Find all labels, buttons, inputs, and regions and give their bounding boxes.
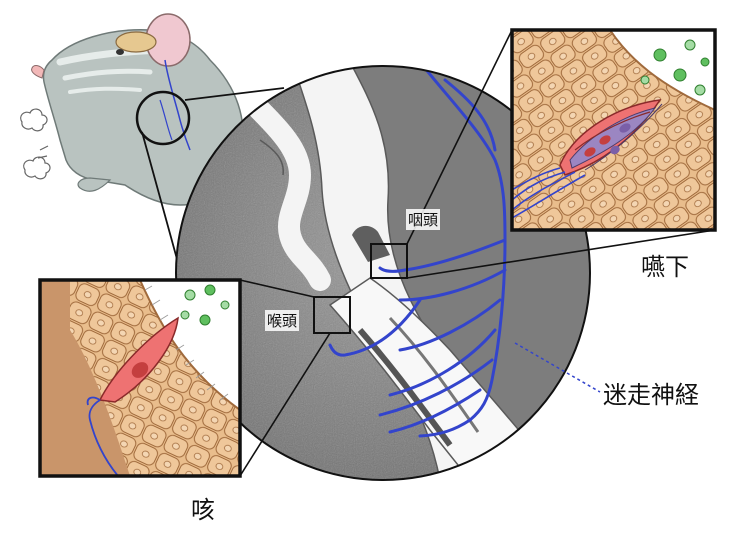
zoom-line-bottom bbox=[141, 131, 181, 271]
nerve-fibers-cough bbox=[86, 396, 119, 476]
stimulus-droplets-right bbox=[640, 39, 710, 96]
connector-larynx-bottom bbox=[239, 332, 331, 477]
connector-pharynx-bottom bbox=[406, 229, 716, 279]
mouse-illustration bbox=[31, 13, 244, 206]
larynx-focus-box bbox=[313, 296, 351, 334]
cilia bbox=[144, 285, 229, 401]
connector-pharynx-top bbox=[406, 29, 513, 245]
zoom-line-top bbox=[184, 87, 285, 101]
connector-larynx-top bbox=[239, 279, 315, 298]
cough-label: 咳 bbox=[191, 496, 215, 524]
sensory-cell bbox=[98, 316, 179, 403]
larynx-label: 喉頭 bbox=[265, 310, 300, 331]
pharynx-label: 咽頭 bbox=[406, 209, 441, 230]
cough-inset bbox=[38, 278, 242, 478]
swallow-label: 嚥下 bbox=[641, 253, 689, 281]
nerve-fibers-swallow bbox=[512, 167, 586, 219]
swallow-inset bbox=[510, 28, 717, 232]
pharynx-focus-box bbox=[370, 243, 408, 279]
vagus-nerve-leader bbox=[514, 342, 601, 393]
vagus-nerve-branches bbox=[328, 66, 507, 438]
vagus-nerve-label: 迷走神経 bbox=[603, 381, 699, 409]
breath-puff-icon bbox=[20, 108, 51, 180]
taste-bud-cluster bbox=[559, 99, 663, 176]
stimulus-droplets-left bbox=[180, 284, 230, 326]
